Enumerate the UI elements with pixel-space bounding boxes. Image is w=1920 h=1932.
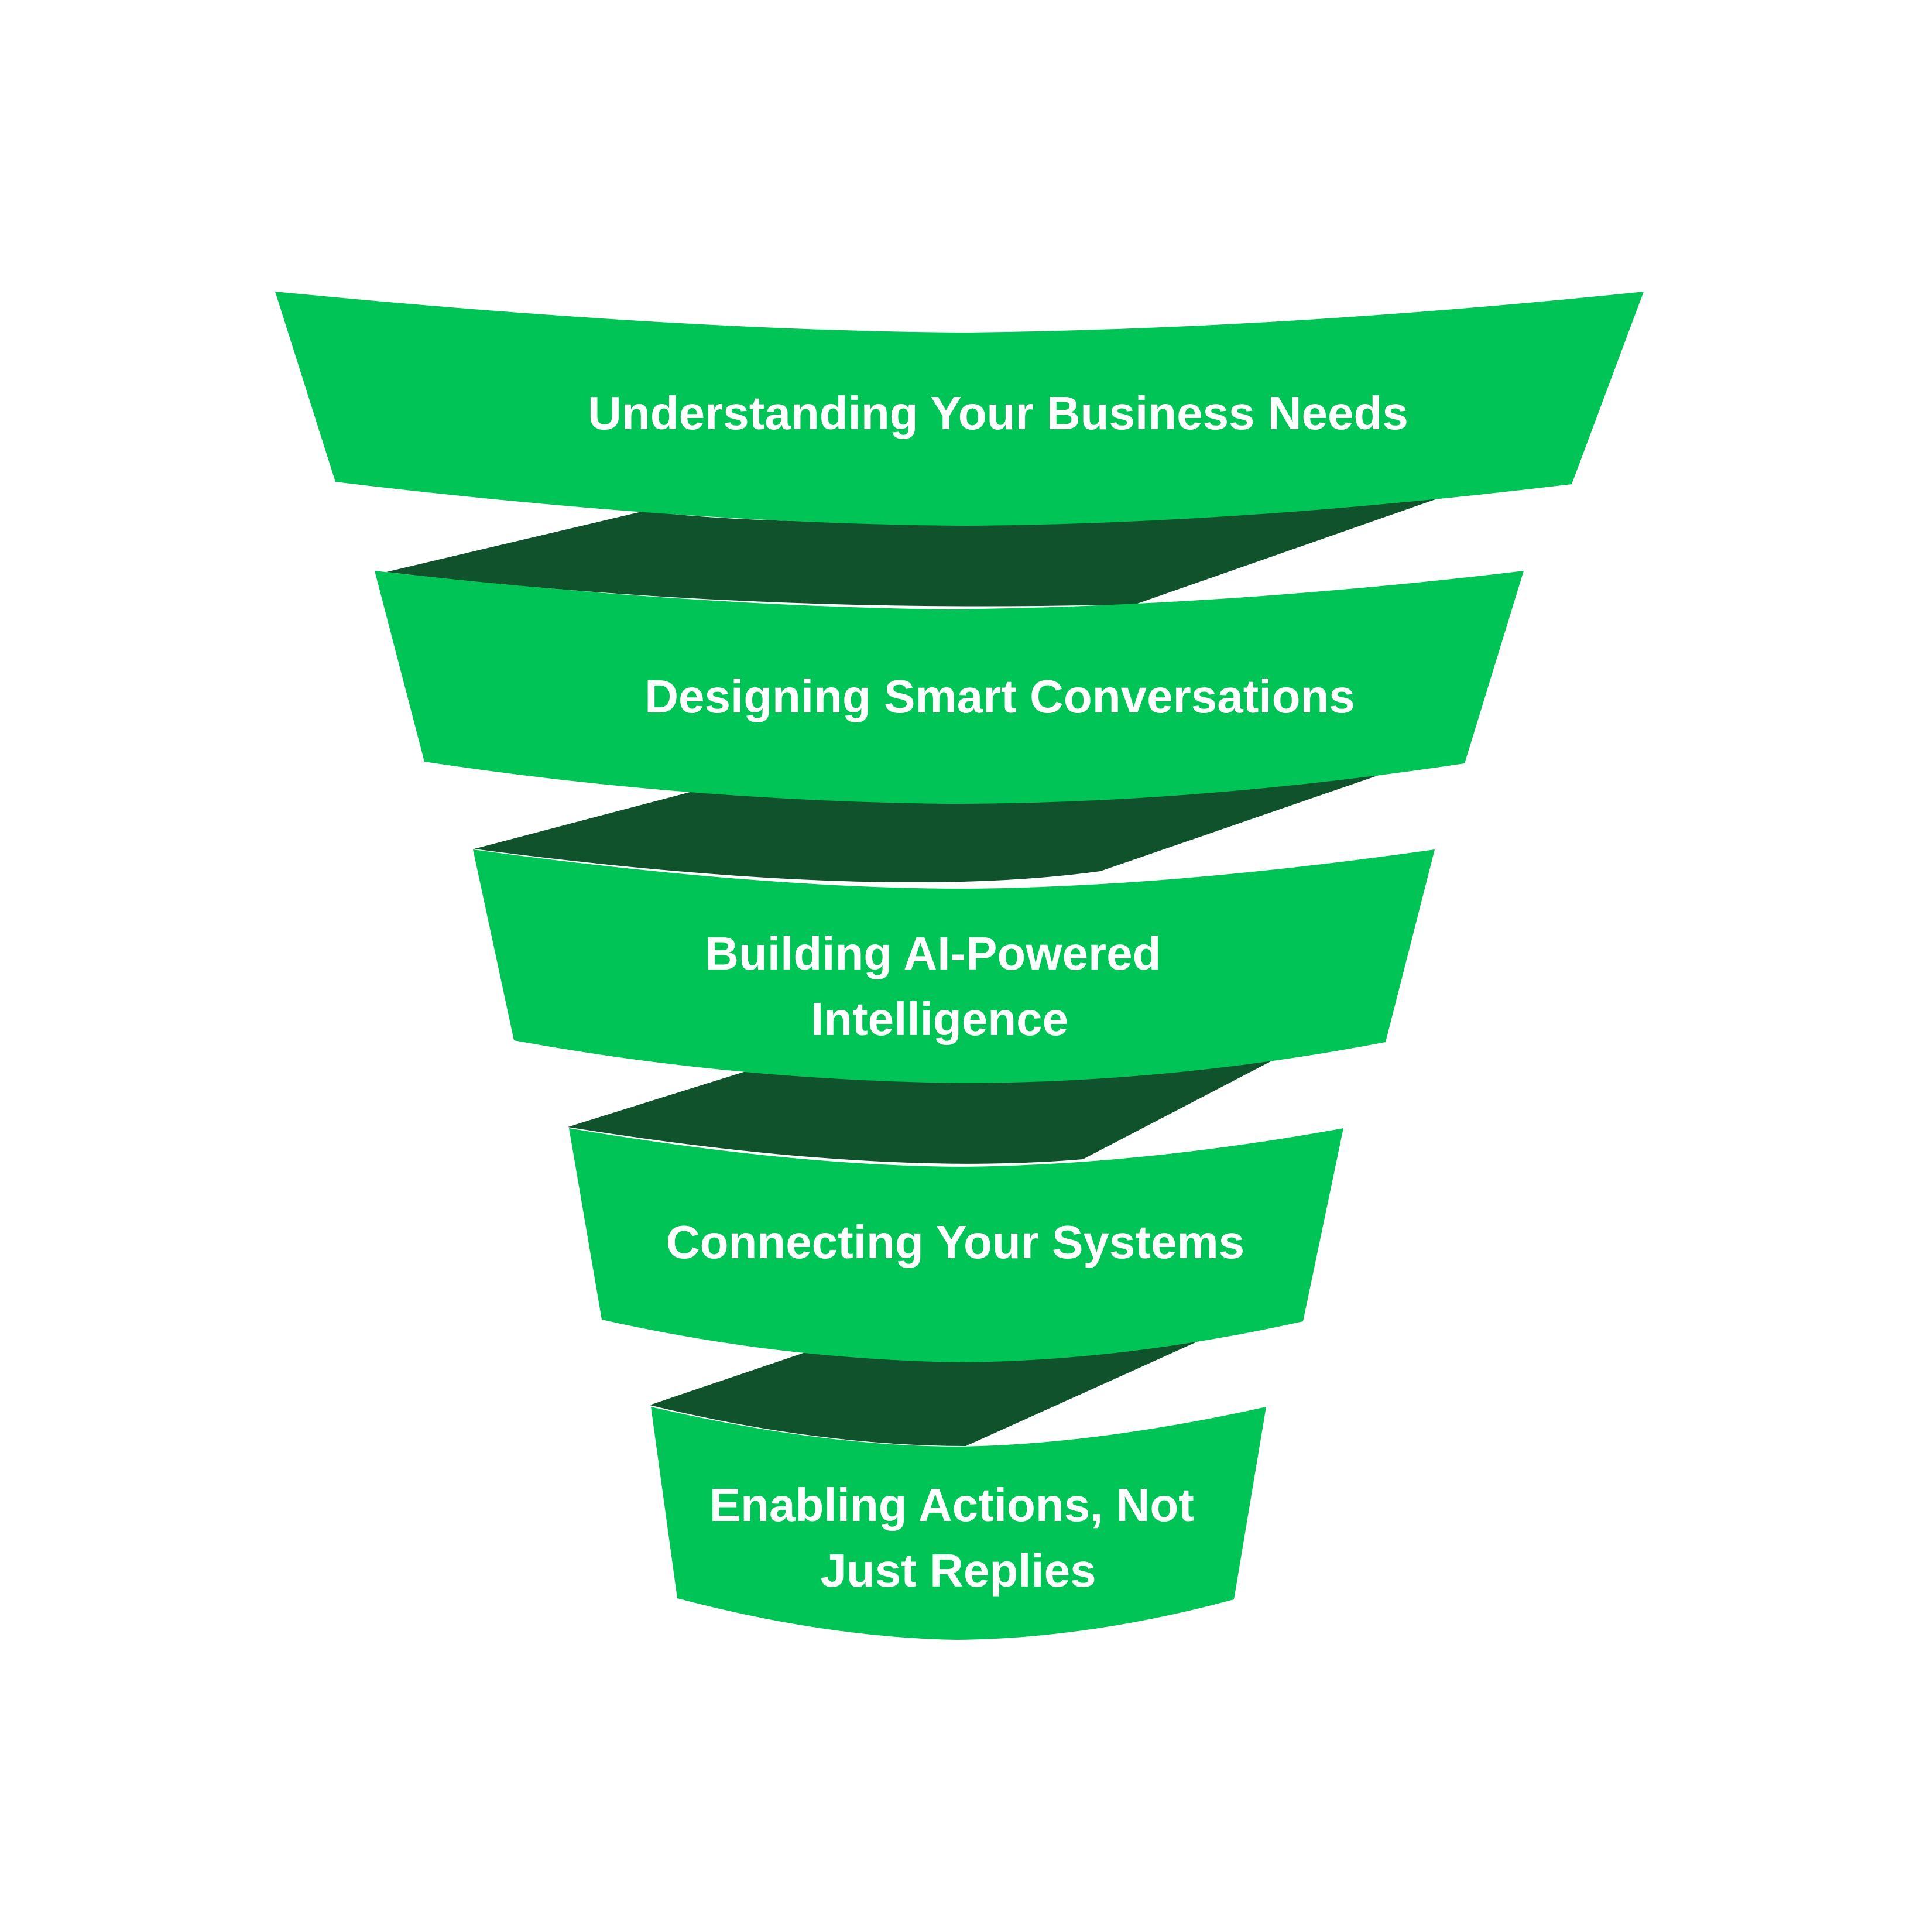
- stage-3-band: [473, 849, 1435, 1083]
- stage-2-band: [375, 571, 1524, 804]
- stage-3-label: Building AI-Powered Intelligence: [705, 927, 1174, 1045]
- stage-3-label-line-1: Building AI-Powered: [705, 927, 1161, 979]
- stage-5-label-line-1: Enabling Actions, Not: [709, 1479, 1194, 1531]
- connector-1: [386, 499, 1437, 607]
- stage-5-label: Enabling Actions, Not Just Replies: [709, 1479, 1207, 1597]
- stage-3-label-line-2: Intelligence: [811, 993, 1068, 1045]
- stage-2-label-line-1: Designing Smart Conversations: [644, 670, 1355, 722]
- stage-5-label-line-2: Just Replies: [820, 1544, 1096, 1597]
- stage-1-band: [275, 292, 1644, 526]
- stage-2-label: Designing Smart Conversations: [644, 670, 1355, 722]
- stage-4-label: Connecting Your Systems: [666, 1216, 1244, 1268]
- stage-4-label-line-1: Connecting Your Systems: [666, 1216, 1244, 1268]
- labels: Understanding Your Business Needs Design…: [588, 387, 1408, 1597]
- connector-4: [650, 1338, 1206, 1446]
- stage-1-label: Understanding Your Business Needs: [588, 387, 1408, 439]
- stage-4-band: [569, 1128, 1343, 1362]
- stage-1-label-line-1: Understanding Your Business Needs: [588, 387, 1408, 439]
- connector-2: [474, 772, 1387, 883]
- connector-3: [568, 1056, 1282, 1164]
- stage-5-band: [651, 1407, 1266, 1640]
- bands: [275, 292, 1644, 1640]
- connectors: [386, 499, 1437, 1446]
